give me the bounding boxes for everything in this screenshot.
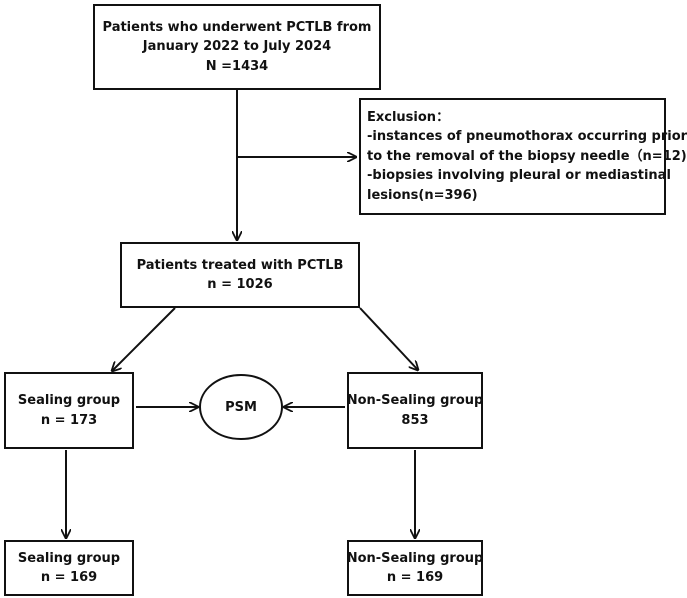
- sealing-group-label: Sealing group: [17, 393, 121, 408]
- psm-label: PSM: [225, 399, 257, 415]
- treated-box: Patients treated with PCTLB n = 1026: [120, 242, 360, 308]
- exclusion-heading: Exclusion：: [367, 109, 450, 125]
- enrollment-line-2: January 2022 to July 2024: [142, 39, 332, 55]
- exclusion-line-2: -instances of pneumothorax occurring pri…: [367, 129, 687, 145]
- non-sealing-group-label: Non-Sealing group: [346, 393, 484, 408]
- enrollment-line-3: N =1434: [205, 58, 269, 74]
- sealing-group-count: n = 173: [40, 412, 98, 428]
- exclusion-line-4: -biopsies involving pleural or mediastin…: [367, 168, 671, 184]
- exclusion-line-5: lesions(n=396): [367, 187, 478, 203]
- sealing-group-box: Sealing group n = 173: [4, 372, 134, 449]
- sealing-final-label: Sealing group: [17, 550, 121, 566]
- flow-connectors: [0, 90, 669, 598]
- non-sealing-final-count: n = 169: [386, 570, 444, 585]
- sealing-final-count: n = 169: [40, 570, 98, 585]
- treated-line-2: n = 1026: [207, 277, 273, 292]
- treated-line-1: Patients treated with PCTLB: [136, 257, 344, 273]
- non-sealing-group-count: 853: [401, 412, 429, 428]
- arrow-treated-to-non-sealing: [359, 307, 418, 370]
- non-sealing-final-label: Non-Sealing group: [346, 550, 484, 566]
- enrollment-line-1: Patients who underwent PCTLB from: [102, 19, 372, 35]
- psm-ellipse: [199, 374, 283, 440]
- arrow-treated-to-sealing: [112, 307, 176, 371]
- enrollment-box: Patients who underwent PCTLB from Januar…: [93, 4, 381, 90]
- sealing-final-box: Sealing group n = 169: [4, 540, 134, 596]
- exclusion-box: Exclusion： -instances of pneumothorax oc…: [359, 98, 687, 215]
- exclusion-line-3: to the removal of the biopsy needle（n=12…: [367, 148, 687, 164]
- non-sealing-group-box: Non-Sealing group 853: [347, 372, 483, 449]
- non-sealing-final-box: Non-Sealing group n = 169: [347, 540, 483, 596]
